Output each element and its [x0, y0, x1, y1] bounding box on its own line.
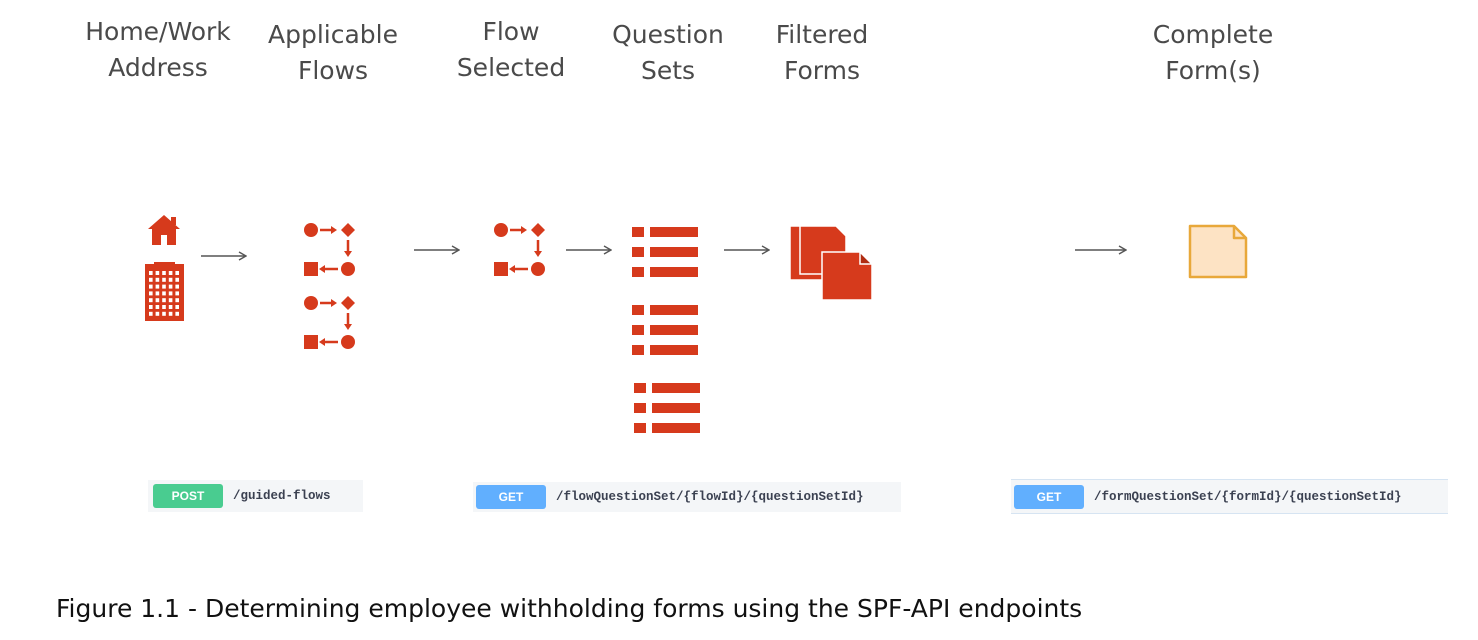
flowchart-icon — [302, 293, 360, 351]
stage-header-line: Applicable — [268, 20, 398, 49]
method-badge-get: GET — [1014, 484, 1084, 509]
endpoint-get-flow-question-set[interactable]: GET /flowQuestionSet/{flowId}/{questionS… — [473, 482, 901, 512]
stage-header-address: Home/Work Address — [58, 14, 258, 86]
method-badge-get: GET — [476, 485, 546, 509]
stage-header-filtered-forms: Filtered Forms — [722, 17, 922, 89]
stage-header-line: Question — [612, 20, 724, 49]
stage-header-flow-selected: Flow Selected — [411, 14, 611, 86]
list-icon — [632, 225, 700, 279]
flow-arrow — [566, 243, 612, 257]
endpoint-post-guided-flows[interactable]: POST /guided-flows — [148, 480, 363, 512]
endpoint-path: /formQuestionSet/{formId}/{questionSetId… — [1094, 489, 1402, 504]
flow-arrow — [201, 249, 247, 263]
flow-arrow — [1075, 243, 1127, 257]
flowchart-icon — [302, 220, 360, 278]
list-icon — [634, 381, 702, 435]
stage-header-line: Address — [108, 53, 208, 82]
stage-header-line: Form(s) — [1165, 56, 1261, 85]
figure-caption: Figure 1.1 - Determining employee withho… — [56, 594, 1083, 623]
stage-header-line: Forms — [783, 56, 860, 85]
stage-header-line: Home/Work — [85, 17, 231, 46]
document-icon — [1188, 224, 1248, 280]
list-icon — [632, 303, 700, 357]
flow-arrow — [724, 243, 770, 257]
stage-header-line: Selected — [456, 53, 566, 82]
stage-header-line: Flows — [297, 56, 369, 85]
endpoint-get-form-question-set[interactable]: GET /formQuestionSet/{formId}/{questionS… — [1011, 479, 1448, 514]
flow-arrow — [414, 243, 460, 257]
home-icon — [147, 213, 181, 247]
stage-header-complete-forms: Complete Form(s) — [1113, 17, 1313, 89]
stage-header-line: Sets — [640, 56, 696, 85]
endpoint-path: /flowQuestionSet/{flowId}/{questionSetId… — [556, 490, 864, 504]
stage-header-line: Filtered — [775, 20, 869, 49]
document-stack-icon — [788, 218, 874, 302]
stage-header-line: Complete — [1152, 20, 1274, 49]
stage-header-line: Flow — [482, 17, 540, 46]
stage-header-question-sets: Question Sets — [568, 17, 768, 89]
office-building-icon — [144, 262, 185, 322]
endpoint-path: /guided-flows — [233, 489, 331, 503]
method-badge-post: POST — [153, 484, 223, 508]
flowchart-icon — [492, 220, 550, 278]
stage-header-applicable-flows: Applicable Flows — [233, 17, 433, 89]
